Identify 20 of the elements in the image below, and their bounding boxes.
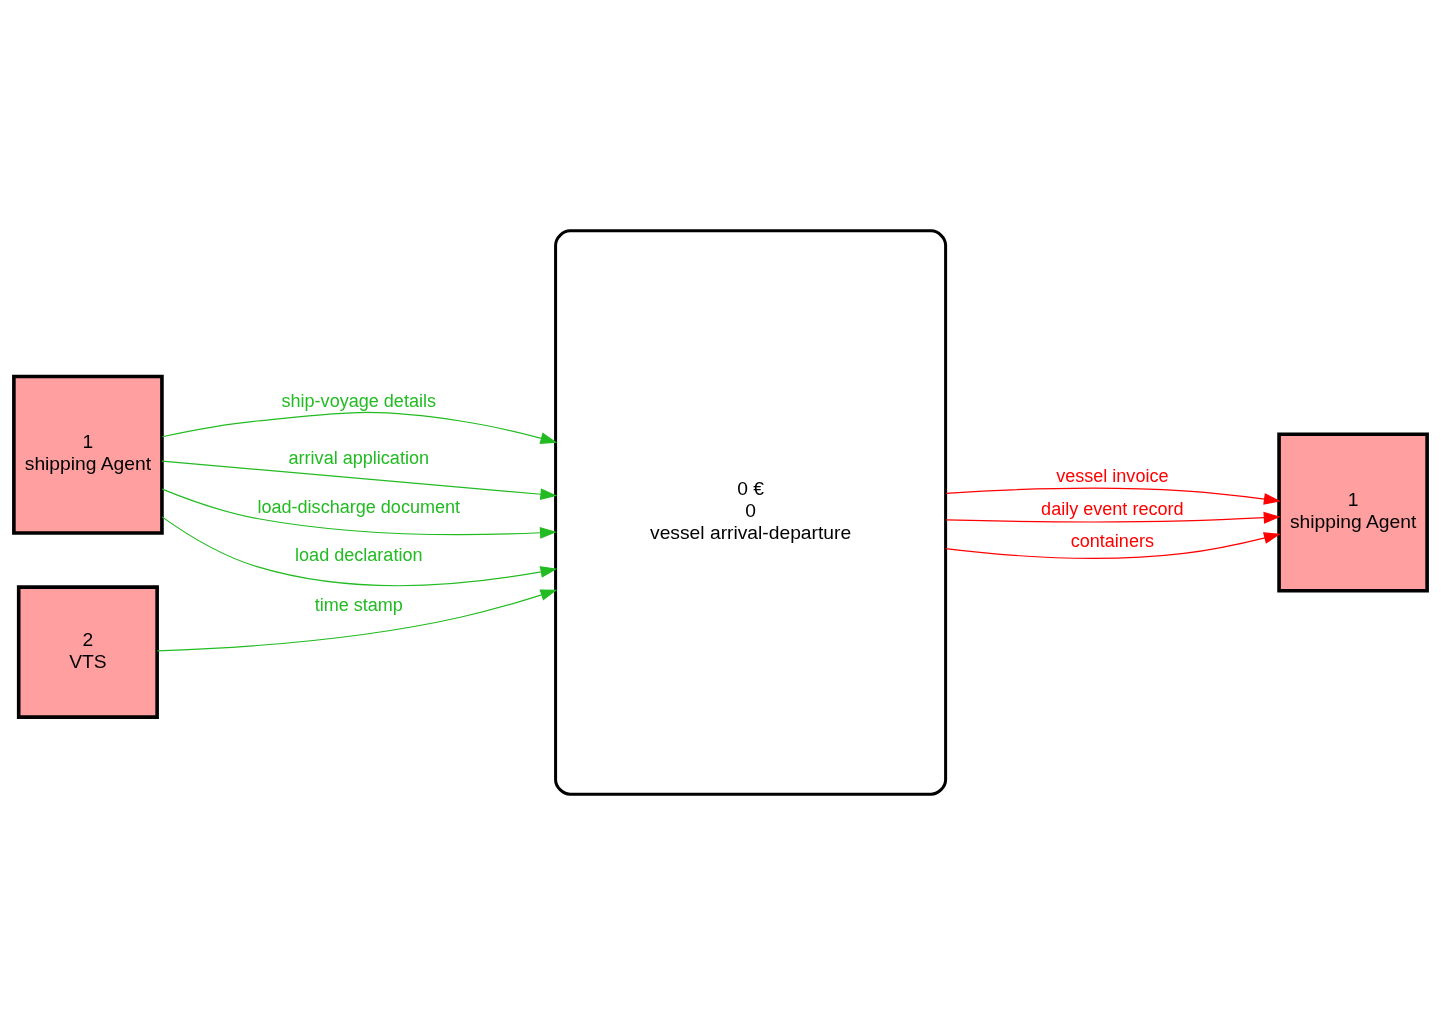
edge-label: daily event record [1041,498,1184,519]
arrow [945,511,1281,524]
arrow [161,488,557,539]
edge-label: vessel invoice [1056,466,1169,487]
node-box: 1 shipping Agent [1277,432,1429,593]
arrow [161,411,558,444]
edge-label: load declaration [295,544,423,565]
edge-label: load-discharge document [257,496,461,517]
node-box: 2 VTS [16,585,159,719]
arrow [161,460,558,501]
edge-label: ship-voyage details [281,390,437,411]
edge-label: time stamp [314,595,403,616]
arrow [161,516,558,587]
arrow [945,487,1281,505]
node-box: 0 € 0 vessel arrival-departure [554,229,948,796]
edge-label: arrival application [288,448,429,469]
arrow [945,532,1281,559]
edge-label: containers [1070,531,1154,552]
arrow [156,589,558,652]
node-box: 1 shipping Agent [12,374,164,535]
